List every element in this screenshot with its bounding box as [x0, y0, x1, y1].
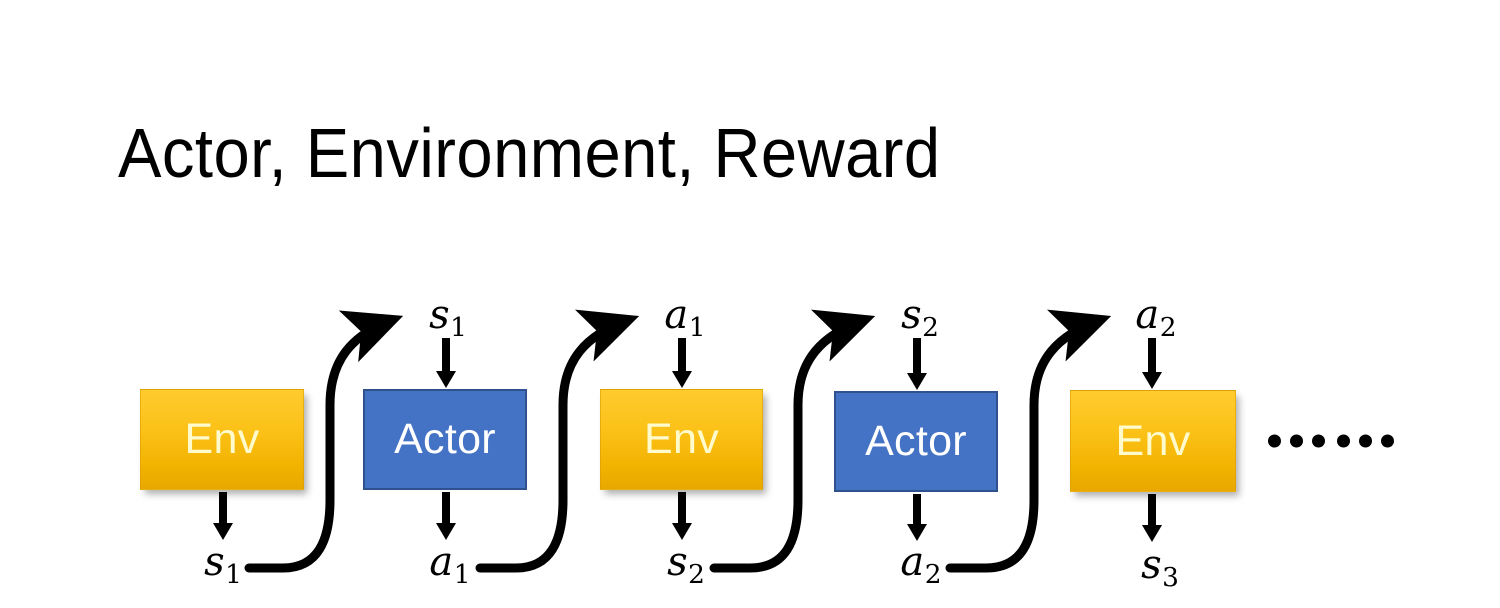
- continuation-ellipsis-icon: [1268, 434, 1394, 448]
- variable-symbol: s: [204, 538, 225, 585]
- variable-symbol: s: [901, 291, 922, 338]
- node-label: Env: [644, 415, 719, 463]
- arrow-shaft: [1148, 494, 1156, 526]
- ellipsis-dot: [1337, 434, 1350, 448]
- variable-label-s2-top_labels: s2: [901, 295, 939, 341]
- arrow-top-s2-to-actor2-icon: [906, 338, 928, 390]
- ellipsis-dot: [1312, 434, 1325, 448]
- variable-subscript: 2: [922, 311, 939, 343]
- variable-symbol: s: [667, 538, 688, 585]
- arrow-env3-to-bot-s3-icon: [1141, 494, 1163, 542]
- variable-subscript: 1: [450, 311, 467, 343]
- node-actor-1[interactable]: Actor: [363, 389, 527, 490]
- variable-label-s2-bottom_labels: s2: [667, 542, 705, 588]
- arrow-shaft: [219, 492, 227, 524]
- arrow-shaft: [442, 492, 450, 524]
- arrow-actor2-to-bot-a2-icon: [906, 494, 928, 541]
- arrow-top-a2-to-env3-icon: [1141, 338, 1163, 389]
- node-label: Actor: [865, 417, 967, 465]
- arrow-env2-to-bot-s2-icon: [671, 492, 693, 540]
- node-label: Actor: [394, 415, 496, 463]
- arrow-actor1-to-bot-a1-icon: [435, 492, 457, 540]
- ellipsis-dot-group: [1268, 434, 1325, 448]
- node-env-2[interactable]: Env: [600, 389, 763, 490]
- variable-label-s1-top_labels: s1: [429, 295, 467, 341]
- variable-symbol: s: [429, 291, 450, 338]
- variable-subscript: 3: [1162, 561, 1179, 593]
- arrow-head: [672, 523, 692, 540]
- arrow-head: [672, 371, 692, 388]
- arrow-head: [1142, 372, 1162, 389]
- variable-symbol: a: [429, 538, 454, 585]
- node-actor-2[interactable]: Actor: [834, 391, 998, 492]
- variable-label-a1-bottom_labels: a1: [429, 542, 470, 588]
- variable-subscript: 2: [1159, 311, 1177, 343]
- arrow-env1-to-bot-s1-icon: [212, 492, 234, 540]
- variable-label-a1-top_labels: a1: [664, 295, 705, 341]
- arrow-top-s1-to-actor1-icon: [435, 338, 457, 388]
- arrow-head: [436, 371, 456, 388]
- variable-subscript: 1: [225, 558, 242, 590]
- arrow-top-a1-to-env2-icon: [671, 338, 693, 388]
- ellipsis-dot: [1290, 434, 1303, 448]
- variable-symbol: a: [664, 291, 689, 338]
- variable-symbol: a: [1135, 291, 1160, 338]
- arrow-shaft: [678, 338, 686, 372]
- page-title: Actor, Environment, Reward: [118, 114, 941, 192]
- variable-label-s1-bottom_labels: s1: [204, 542, 242, 588]
- arrow-shaft: [913, 494, 921, 525]
- variable-label-a2-top_labels: a2: [1135, 295, 1176, 341]
- variable-subscript: 1: [688, 311, 706, 343]
- node-env-1[interactable]: Env: [140, 389, 304, 490]
- node-label: Env: [184, 415, 260, 463]
- arrow-head: [907, 373, 927, 390]
- variable-subscript: 2: [688, 558, 705, 590]
- ellipsis-dot-group: [1337, 434, 1394, 448]
- ellipsis-dot: [1381, 434, 1394, 448]
- node-env-3[interactable]: Env: [1070, 390, 1236, 492]
- arrow-head: [1142, 525, 1162, 542]
- variable-subscript: 2: [924, 558, 942, 590]
- variable-subscript: 1: [453, 558, 471, 590]
- arrow-head: [436, 523, 456, 540]
- variable-symbol: a: [900, 538, 925, 585]
- variable-label-a2-bottom_labels: a2: [900, 542, 941, 588]
- variable-label-s3-bottom_labels: s3: [1141, 545, 1179, 591]
- arrow-shaft: [1148, 338, 1156, 373]
- arrow-shaft: [442, 338, 450, 372]
- arrow-head: [213, 523, 233, 540]
- arrow-shaft: [913, 338, 921, 374]
- variable-symbol: s: [1141, 541, 1162, 588]
- ellipsis-dot: [1268, 434, 1281, 448]
- node-label: Env: [1115, 416, 1191, 465]
- ellipsis-dot: [1359, 434, 1372, 448]
- arrow-shaft: [678, 492, 686, 524]
